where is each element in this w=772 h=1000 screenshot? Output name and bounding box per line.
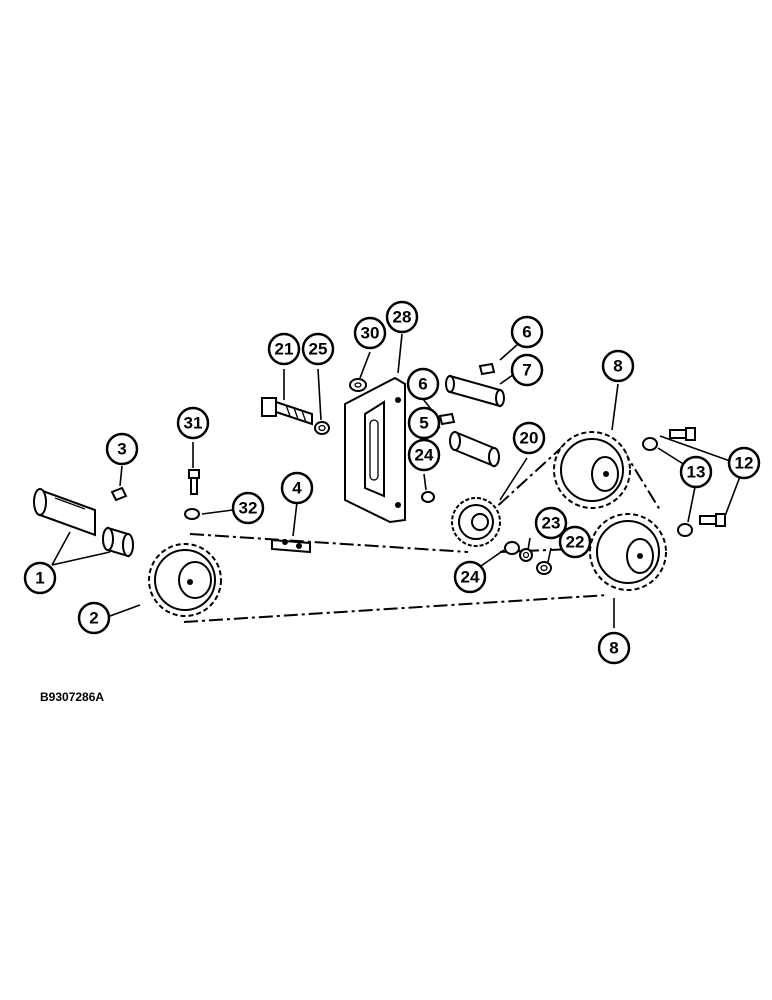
callout-20: 20	[512, 421, 546, 455]
pin-part-7	[445, 374, 505, 408]
connecting-link-part-4	[271, 538, 311, 554]
callout-13: 13	[679, 455, 713, 489]
callout-21: 21	[267, 332, 301, 366]
callout-8-upper: 8	[601, 349, 635, 383]
washer-part-24-upper	[421, 491, 435, 503]
key-part-3	[110, 486, 128, 502]
callout-12: 12	[727, 446, 761, 480]
svg-text:5: 5	[419, 414, 428, 433]
washer-part-30	[349, 378, 367, 392]
svg-text:28: 28	[393, 308, 412, 327]
shaft-part-5	[449, 430, 500, 468]
callout-6-upper: 6	[510, 315, 544, 349]
nut-part-32	[184, 508, 200, 520]
drawing-code: B9307286A	[40, 690, 105, 704]
callout-7: 7	[510, 353, 544, 387]
callout-5: 5	[407, 406, 441, 440]
key-part-6-upper	[478, 362, 496, 376]
svg-text:21: 21	[275, 340, 294, 359]
callout-25: 25	[301, 332, 335, 366]
nut-part-13-lower	[677, 523, 693, 537]
callout-22: 22	[558, 525, 592, 559]
bolt-part-12-lower	[699, 513, 726, 527]
svg-text:20: 20	[520, 429, 539, 448]
large-sprocket-part-2	[148, 543, 222, 617]
bolt-part-21	[261, 397, 313, 426]
callout-2: 2	[77, 601, 111, 635]
washer-part-25	[314, 421, 330, 435]
svg-text:6: 6	[522, 323, 531, 342]
key-part-6-lower	[438, 412, 456, 426]
svg-text:30: 30	[361, 324, 380, 343]
callout-24-lower: 24	[453, 560, 487, 594]
callout-6-lower: 6	[406, 367, 440, 401]
svg-text:3: 3	[117, 440, 126, 459]
callout-1: 1	[23, 561, 57, 595]
svg-text:4: 4	[292, 479, 302, 498]
nut-part-22	[536, 561, 552, 575]
bolt-part-12-upper	[669, 427, 696, 441]
svg-text:24: 24	[461, 568, 480, 587]
callout-30: 30	[353, 316, 387, 350]
callout-4: 4	[280, 471, 314, 505]
svg-text:23: 23	[542, 514, 561, 533]
nut-part-13-upper	[642, 437, 658, 451]
svg-text:6: 6	[418, 375, 427, 394]
callout-8-lower: 8	[597, 631, 631, 665]
callout-23: 23	[534, 506, 568, 540]
callout-28: 28	[385, 300, 419, 334]
bolt-part-31	[188, 469, 200, 495]
callout-32: 32	[231, 491, 265, 525]
idler-sprocket-part-20	[451, 497, 501, 547]
svg-text:32: 32	[239, 499, 258, 518]
washer-part-23	[519, 548, 533, 562]
callout-31: 31	[176, 406, 210, 440]
svg-text:1: 1	[35, 569, 44, 588]
svg-text:7: 7	[522, 361, 531, 380]
svg-text:12: 12	[735, 454, 754, 473]
svg-text:31: 31	[184, 414, 203, 433]
callout-3: 3	[105, 432, 139, 466]
shaft-part-1	[33, 488, 134, 558]
svg-text:25: 25	[309, 340, 328, 359]
svg-text:22: 22	[566, 533, 585, 552]
washer-part-24-lower	[504, 541, 520, 555]
callout-24-upper: 24	[407, 438, 441, 472]
svg-text:24: 24	[415, 446, 434, 465]
svg-text:13: 13	[687, 463, 706, 482]
svg-text:8: 8	[613, 357, 622, 376]
svg-text:8: 8	[609, 639, 618, 658]
sprocket-part-8-upper	[553, 431, 631, 509]
sprocket-part-8-lower	[589, 513, 667, 591]
svg-text:2: 2	[89, 609, 98, 628]
bracket-part-28	[344, 376, 406, 524]
